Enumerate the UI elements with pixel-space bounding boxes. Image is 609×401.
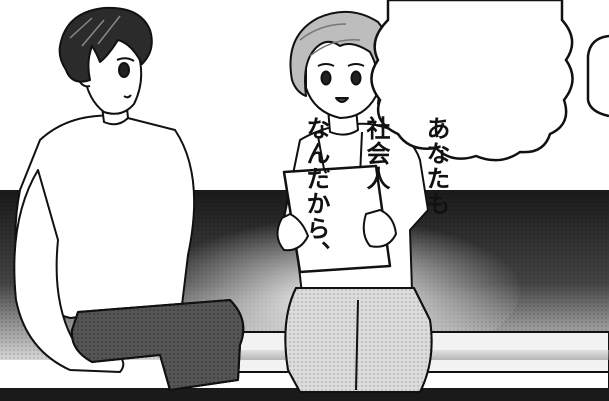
speech-line-3: なんだから、 (302, 116, 330, 266)
speech-line-2: 社会人 (362, 116, 390, 191)
speech-text: あなたも 社会人 なんだから、 (271, 0, 481, 266)
woman-character (276, 10, 433, 393)
speech-line-1: あなたも (422, 116, 450, 216)
adjacent-bubble-edge (586, 34, 609, 118)
speech-bubble (370, 0, 574, 162)
man-character (13, 6, 245, 391)
